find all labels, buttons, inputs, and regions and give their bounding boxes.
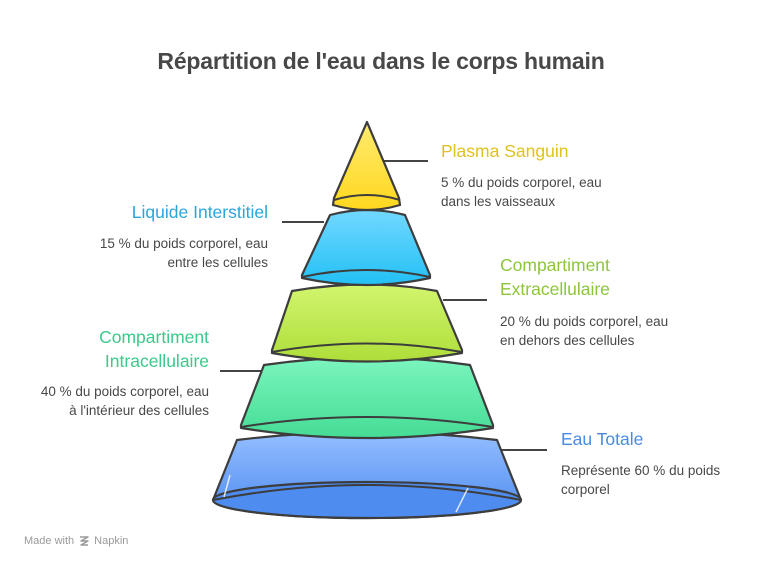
made-with-text: Made with: [24, 535, 75, 547]
layer-eau-totale: [211, 430, 523, 520]
desc-compartiment-intracellulaire: 40 % du poids corporel, eau à l'intérieu…: [41, 382, 209, 420]
desc-line: corporel: [561, 482, 610, 497]
desc-plasma-sanguin: 5 % du poids corporel, eau dans les vais…: [441, 173, 602, 211]
desc-eau-totale: Représente 60 % du poids corporel: [561, 461, 720, 499]
layer-compartiment-extracellulaire: [270, 283, 464, 363]
label-liquide-interstitiel: Liquide Interstitiel: [131, 202, 268, 222]
label-line: Compartiment: [500, 255, 610, 275]
napkin-brand-text: Napkin: [94, 535, 129, 547]
layer-plasma-sanguin: [331, 120, 402, 212]
layer-liquide-interstitiel: [300, 208, 432, 287]
desc-line: à l'intérieur des cellules: [69, 403, 209, 418]
page-title: Répartition de l'eau dans le corps humai…: [157, 48, 605, 74]
footer-watermark: Made with Napkin: [24, 535, 128, 547]
label-eau-totale: Eau Totale: [561, 429, 644, 449]
desc-line: dans les vaisseaux: [441, 194, 556, 209]
napkin-logo-icon: [80, 536, 89, 546]
desc-line: en dehors des cellules: [500, 333, 635, 348]
desc-line: 20 % du poids corporel, eau: [500, 314, 669, 329]
desc-compartiment-extracellulaire: 20 % du poids corporel, eau en dehors de…: [500, 312, 668, 350]
label-plasma-sanguin: Plasma Sanguin: [441, 141, 569, 161]
desc-line: 40 % du poids corporel, eau: [40, 384, 209, 399]
label-line: Compartiment: [99, 327, 209, 347]
label-line: Extracellulaire: [500, 279, 610, 299]
desc-line: entre les cellules: [167, 255, 268, 270]
label-line: Intracellulaire: [104, 351, 209, 371]
desc-line: Représente 60 % du poids: [561, 463, 721, 478]
label-compartiment-extracellulaire: Compartiment Extracellulaire: [500, 253, 610, 301]
layer-compartiment-intracellulaire: [239, 356, 495, 440]
desc-line: 15 % du poids corporel, eau: [99, 236, 268, 251]
desc-line: 5 % du poids corporel, eau: [441, 175, 602, 190]
desc-liquide-interstitiel: 15 % du poids corporel, eau entre les ce…: [100, 234, 268, 272]
label-compartiment-intracellulaire: Compartiment Intracellulaire: [99, 325, 209, 373]
